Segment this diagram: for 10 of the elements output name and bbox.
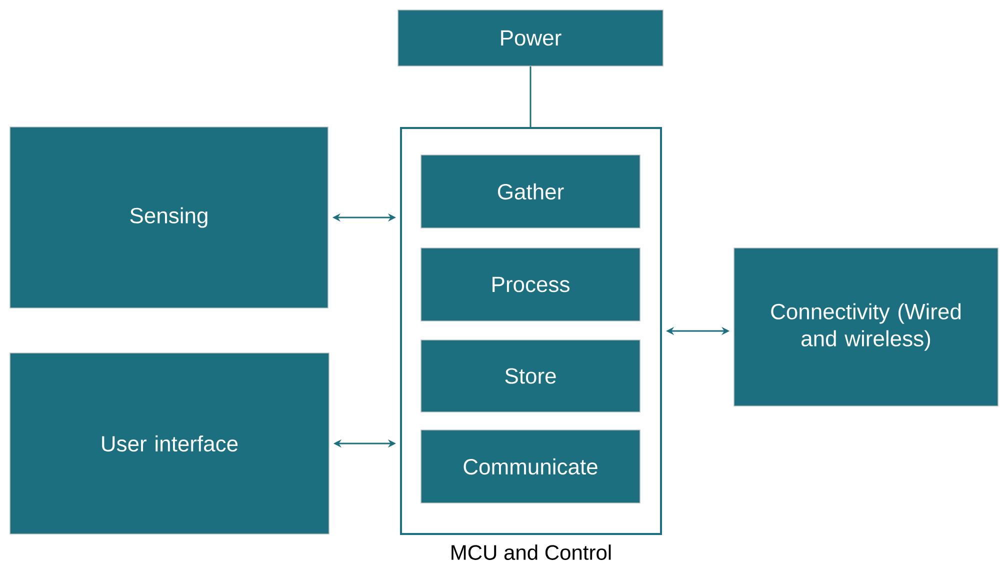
- block-box: Power: [398, 10, 664, 66]
- process-box: Process: [420, 248, 640, 322]
- node-label: MCU and Control: [452, 544, 611, 560]
- process-box: Gather: [420, 154, 640, 228]
- block-box: User interface: [10, 352, 330, 534]
- process-box: Store: [420, 340, 640, 412]
- process-box: Communicate: [420, 430, 640, 504]
- connector-line: [530, 66, 532, 127]
- block-box: Sensing: [10, 126, 328, 308]
- block-box: Connectivity (Wired and wireless): [734, 248, 998, 406]
